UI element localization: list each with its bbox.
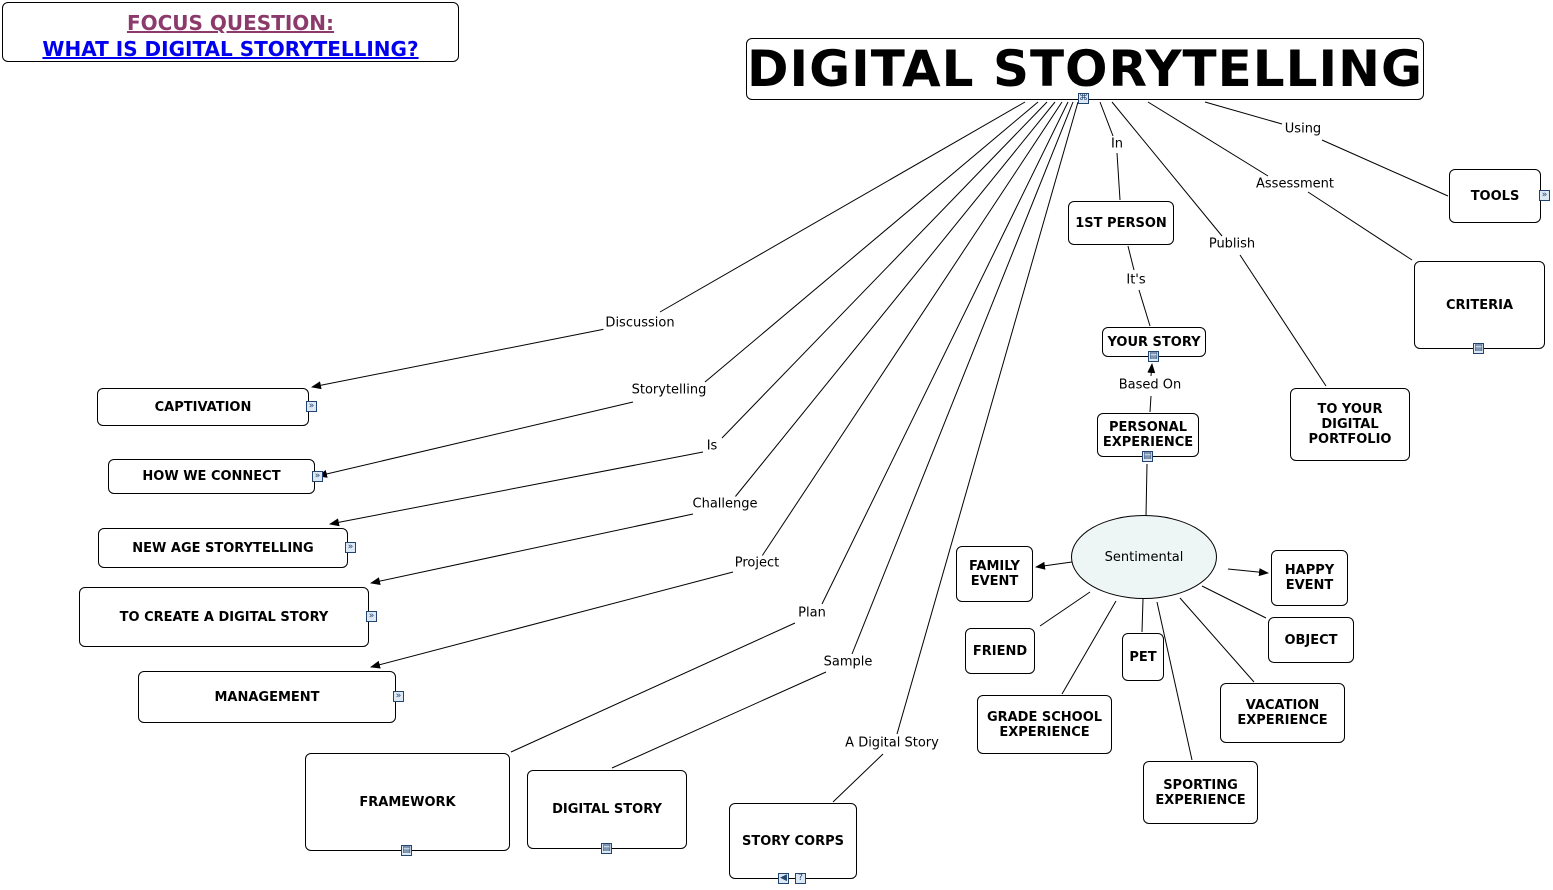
node-sentimental[interactable]: Sentimental: [1071, 515, 1217, 599]
expand-icon[interactable]: »: [306, 401, 317, 412]
node-criteria[interactable]: CRITERIA: [1414, 261, 1545, 349]
node-create-digital-story[interactable]: TO CREATE A DIGITAL STORY: [79, 587, 369, 647]
document-icon[interactable]: ▤: [1142, 451, 1153, 462]
link-label-storytelling: Storytelling: [629, 382, 709, 398]
node-friend[interactable]: FRIEND: [965, 628, 1035, 674]
expand-icon[interactable]: »: [366, 611, 377, 622]
document-icon[interactable]: ▤: [401, 845, 412, 856]
link-label-challenge: Challenge: [690, 496, 760, 512]
node-framework[interactable]: FRAMEWORK: [305, 753, 510, 851]
root-concept[interactable]: DIGITAL STORYTELLING: [746, 38, 1424, 100]
document-icon[interactable]: ▤: [1473, 343, 1484, 354]
node-management[interactable]: MANAGEMENT: [138, 671, 396, 723]
link-label-publish: Publish: [1206, 236, 1258, 252]
link-label-based-on: Based On: [1116, 377, 1184, 393]
node-story-corps[interactable]: STORY CORPS: [729, 803, 857, 879]
node-new-age-storytelling[interactable]: NEW AGE STORYTELLING: [98, 528, 348, 568]
link-label-in: In: [1108, 136, 1126, 152]
link-label-its: It's: [1124, 272, 1148, 288]
expand-icon[interactable]: »: [1539, 190, 1550, 201]
node-family-event[interactable]: FAMILY EVENT: [956, 546, 1033, 602]
focus-question-label: FOCUS QUESTION:: [126, 11, 335, 35]
node-tools[interactable]: TOOLS: [1449, 169, 1541, 223]
node-captivation[interactable]: CAPTIVATION: [97, 388, 309, 426]
node-grade-school-experience[interactable]: GRADE SCHOOL EXPERIENCE: [977, 695, 1112, 754]
link-label-a-digital-story: A Digital Story: [843, 735, 941, 751]
link-label-discussion: Discussion: [603, 315, 677, 331]
node-happy-event[interactable]: HAPPY EVENT: [1271, 550, 1348, 606]
expand-icon[interactable]: »: [312, 471, 323, 482]
link-label-plan: Plan: [796, 605, 828, 621]
link-label-sample: Sample: [821, 654, 875, 670]
node-pet[interactable]: PET: [1122, 633, 1164, 681]
node-1st-person[interactable]: 1ST PERSON: [1068, 201, 1174, 245]
node-digital-portfolio[interactable]: TO YOUR DIGITAL PORTFOLIO: [1290, 388, 1410, 461]
link-label-project: Project: [732, 555, 782, 571]
expand-icon[interactable]: »: [393, 691, 404, 702]
link-label-using: Using: [1282, 121, 1324, 137]
node-how-we-connect[interactable]: HOW WE CONNECT: [108, 459, 315, 494]
focus-question-box: FOCUS QUESTION: WHAT IS DIGITAL STORYTEL…: [2, 2, 459, 62]
document-icon[interactable]: ▤: [601, 843, 612, 854]
document-icon[interactable]: ▤: [1148, 351, 1159, 362]
node-personal-experience[interactable]: PERSONAL EXPERIENCE: [1097, 413, 1199, 457]
link-label-assessment: Assessment: [1254, 176, 1336, 192]
hierarchy-icon[interactable]: ⌘: [1078, 93, 1089, 104]
node-vacation-experience[interactable]: VACATION EXPERIENCE: [1220, 683, 1345, 743]
node-digital-story[interactable]: DIGITAL STORY: [527, 770, 687, 849]
focus-question-link[interactable]: WHAT IS DIGITAL STORYTELLING?: [42, 37, 419, 61]
link-label-is: Is: [704, 438, 720, 454]
node-object[interactable]: OBJECT: [1268, 617, 1354, 663]
node-sporting-experience[interactable]: SPORTING EXPERIENCE: [1143, 761, 1258, 824]
help-icon[interactable]: ?: [795, 873, 806, 884]
expand-icon[interactable]: »: [345, 542, 356, 553]
media-icon[interactable]: ◀: [778, 873, 789, 884]
